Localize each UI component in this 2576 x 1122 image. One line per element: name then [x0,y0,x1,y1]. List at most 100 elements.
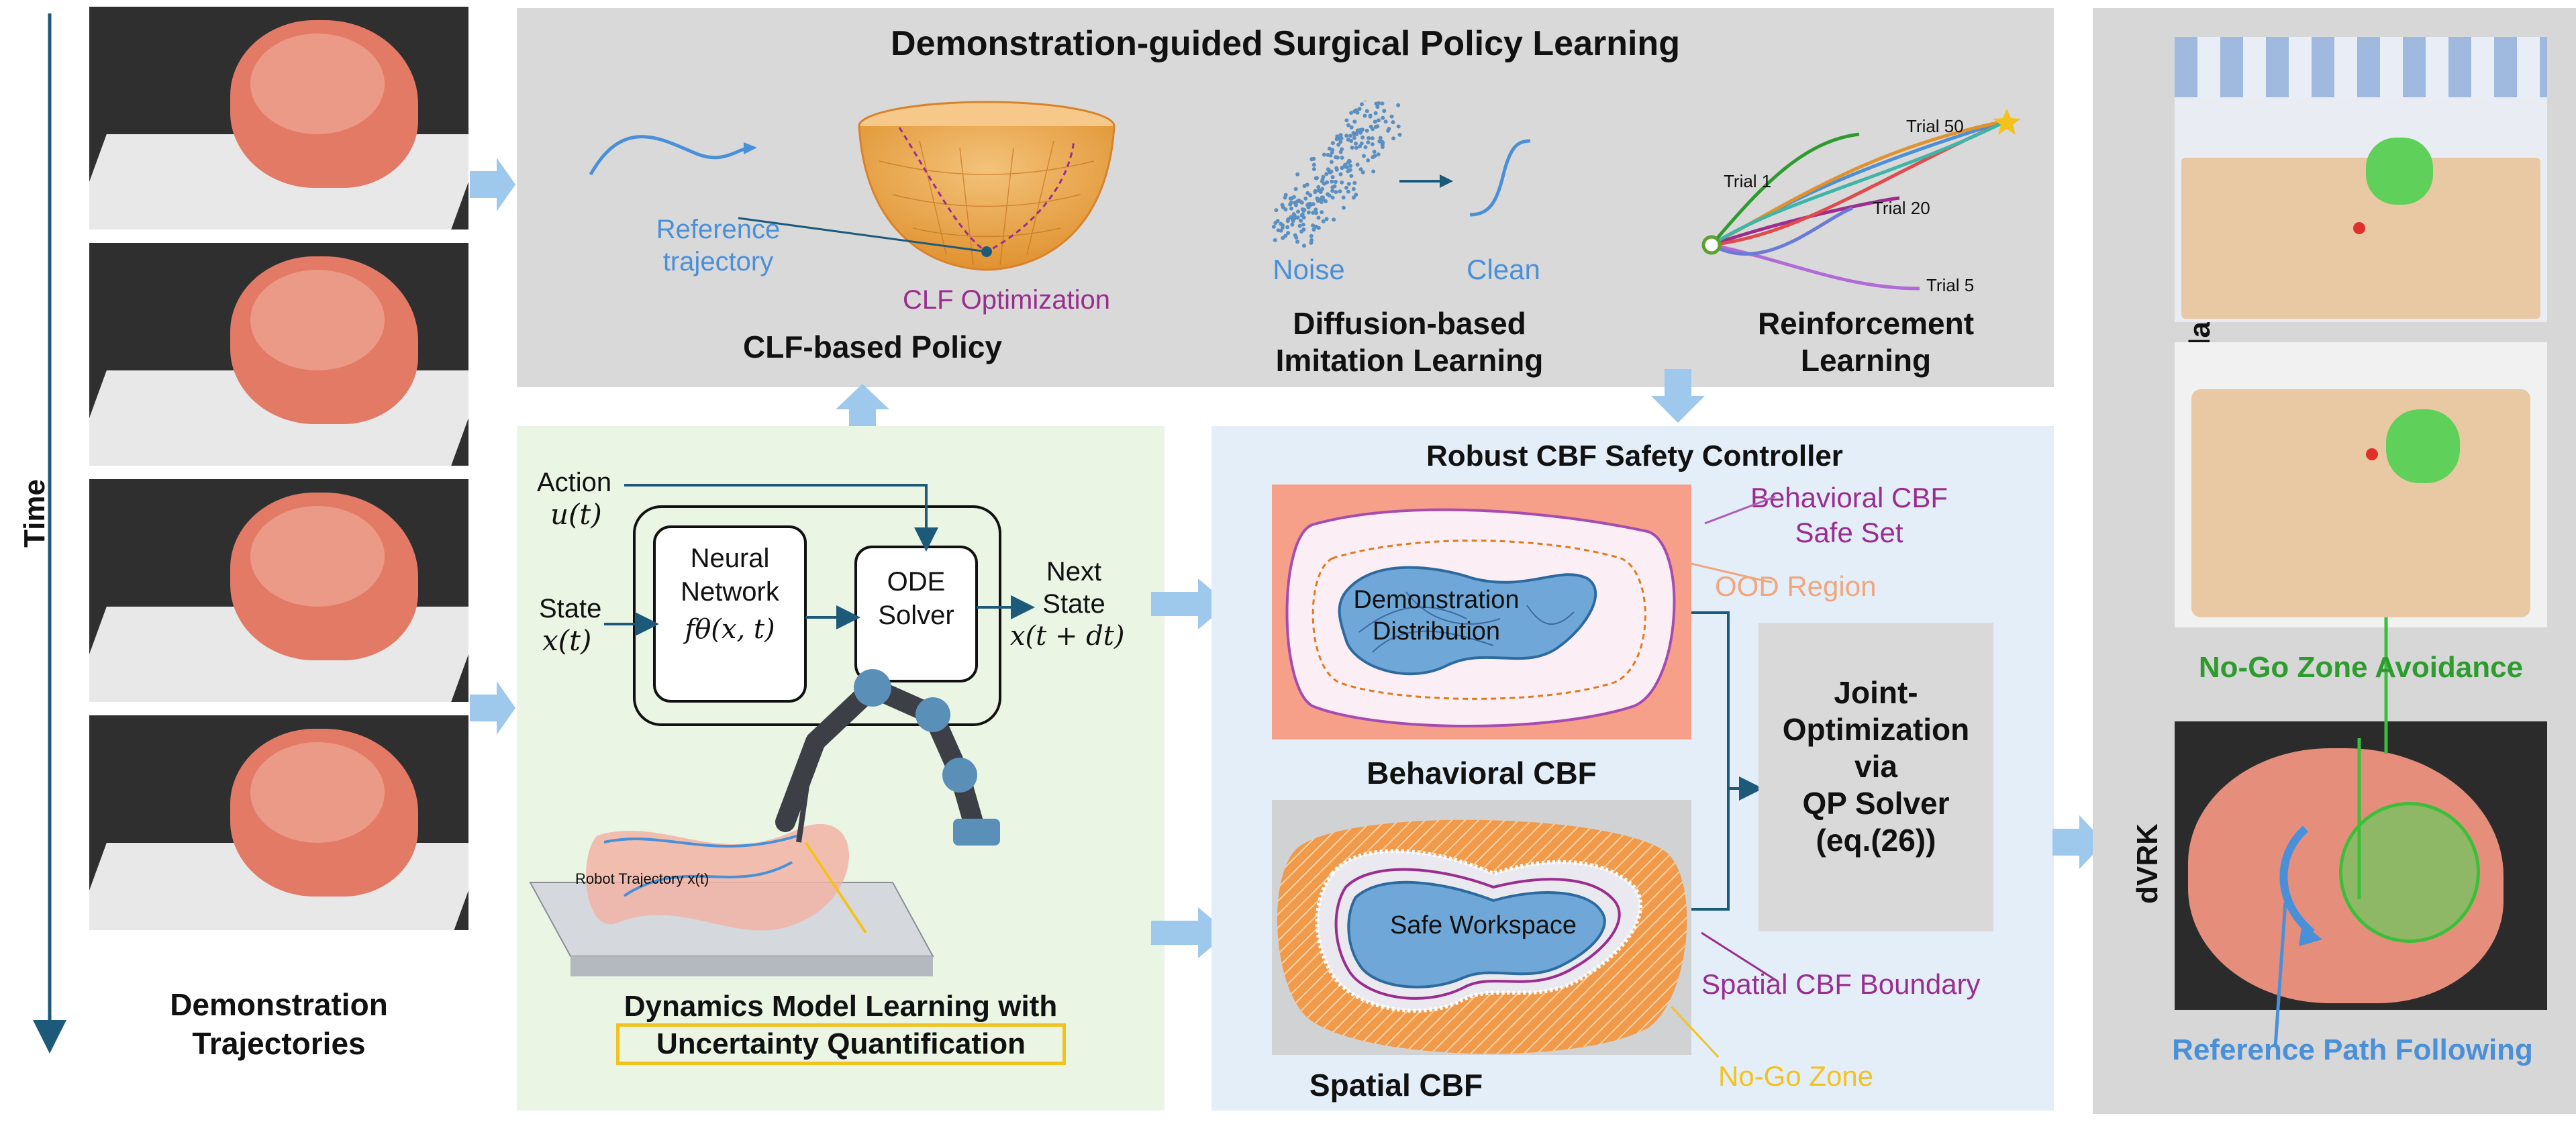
noise-dot [1320,187,1325,191]
noise-dot [1316,185,1321,189]
noise-dot [1309,234,1314,238]
noise-dot [1358,144,1362,149]
noise-dot [1285,225,1290,230]
noise-dot [1370,142,1375,146]
noise-dot [1330,175,1335,179]
sim-image-1 [2175,37,2547,322]
noise-dot [1295,240,1299,244]
noise-dot [1314,211,1318,215]
noise-dot [1344,118,1349,123]
noise-dot [1349,111,1354,115]
diffusion-clean-label: Clean [1467,254,1540,285]
noise-dot [1308,193,1313,197]
noise-dot [1276,228,1281,233]
diffusion-noise-label: Noise [1273,254,1345,285]
noise-dot [1365,128,1369,133]
next-state-line2: State [1042,589,1105,619]
rl-trial-1: Trial 1 [1724,171,1772,191]
noise-dot [1291,212,1296,217]
noise-dot [1389,114,1394,119]
noise-dot [1299,200,1304,205]
noise-dot [1348,159,1352,164]
noise-dot [1289,200,1293,205]
safe-workspace-label: Safe Workspace [1389,911,1577,939]
noise-dot [1314,207,1318,212]
noise-dot [1295,172,1300,176]
diffusion-label-line2: Imitation Learning [1275,343,1544,378]
cbf-to-robot-arrow [2052,815,2105,869]
noise-dot [1279,221,1283,226]
noise-dot [1296,209,1300,214]
behavioral-safe-set-line1: Behavioral CBF [1750,482,1948,513]
noise-dot [1311,167,1316,171]
noise-dot [1357,107,1362,111]
noise-dot [1329,169,1334,174]
qp-line5: (eq.(26)) [1816,823,1936,858]
noise-dot [1305,191,1310,195]
noise-dot [1354,193,1358,197]
noise-dot [1338,133,1343,138]
rl-label-line1: Reinforcement [1757,306,1975,341]
noise-dot [1360,135,1365,140]
state-label: State [539,594,602,623]
noise-dot [1359,141,1364,146]
noise-dot [1381,115,1385,120]
next-state-line1: Next [1046,557,1102,586]
cbf-connectors [1670,495,1776,1058]
noise-dot [1311,211,1316,215]
noise-dot [1327,193,1332,198]
demo-photo-2 [89,243,468,466]
noise-dot [1330,195,1335,200]
noise-dot [1275,219,1280,223]
noise-dot [1322,152,1326,157]
dynamics-to-spatial-arrow [1151,907,1228,958]
noise-dot [1367,136,1371,140]
demo-label-line2: Trajectories [192,1026,366,1061]
noise-dot [1374,101,1379,106]
noise-dot [1369,124,1373,129]
clf-reference-line1: Reference [656,215,781,244]
noise-dot [1375,105,1380,109]
dynamics-to-clf-arrow [836,384,889,435]
noise-dot [1280,203,1285,207]
noise-dot [1332,217,1336,222]
noise-dot [1286,217,1291,221]
dynamics-diagram [529,484,1035,976]
noise-dot [1380,142,1385,147]
noise-dot [1293,187,1298,191]
noise-dot [1311,227,1316,232]
noise-dot [1342,164,1346,169]
noise-dot [1362,154,1366,158]
demo-to-dynamics-arrow [470,681,515,735]
noise-dot [1340,180,1344,185]
no-go-avoidance-label: No-Go Zone Avoidance [2198,651,2524,684]
noise-dot [1318,190,1323,194]
noise-dot [1321,219,1326,223]
state-symbol: x(t) [542,624,592,657]
spatial-cbf-label: Spatial CBF [1309,1068,1483,1103]
nn-symbol: fθ(x, t) [685,614,775,645]
next-state-symbol: x(t + dt) [1010,621,1125,652]
noise-dot [1352,119,1357,124]
reference-path-label: Reference Path Following [2172,1033,2533,1066]
noise-dot [1289,215,1293,219]
demo-photo-1 [89,7,468,230]
diffusion-label-line1: Diffusion-based [1293,306,1526,341]
rl-to-cbf-arrow [1651,369,1705,423]
noise-dot [1301,222,1305,227]
noise-dot [1358,128,1363,132]
noise-dot [1303,196,1308,201]
noise-dot [1340,156,1344,160]
noise-dot [1358,167,1363,172]
rl-label-line2: Learning [1800,343,1932,378]
clf-bowl-illustration [589,101,1116,271]
noise-dot [1352,136,1356,140]
noise-dot [1363,145,1368,150]
noise-dot [1354,146,1358,150]
dynamics-title-line1: Dynamics Model Learning with [624,990,1058,1023]
noise-dot [1283,195,1287,200]
noise-dot [1271,224,1276,229]
noise-dot [1335,134,1340,139]
